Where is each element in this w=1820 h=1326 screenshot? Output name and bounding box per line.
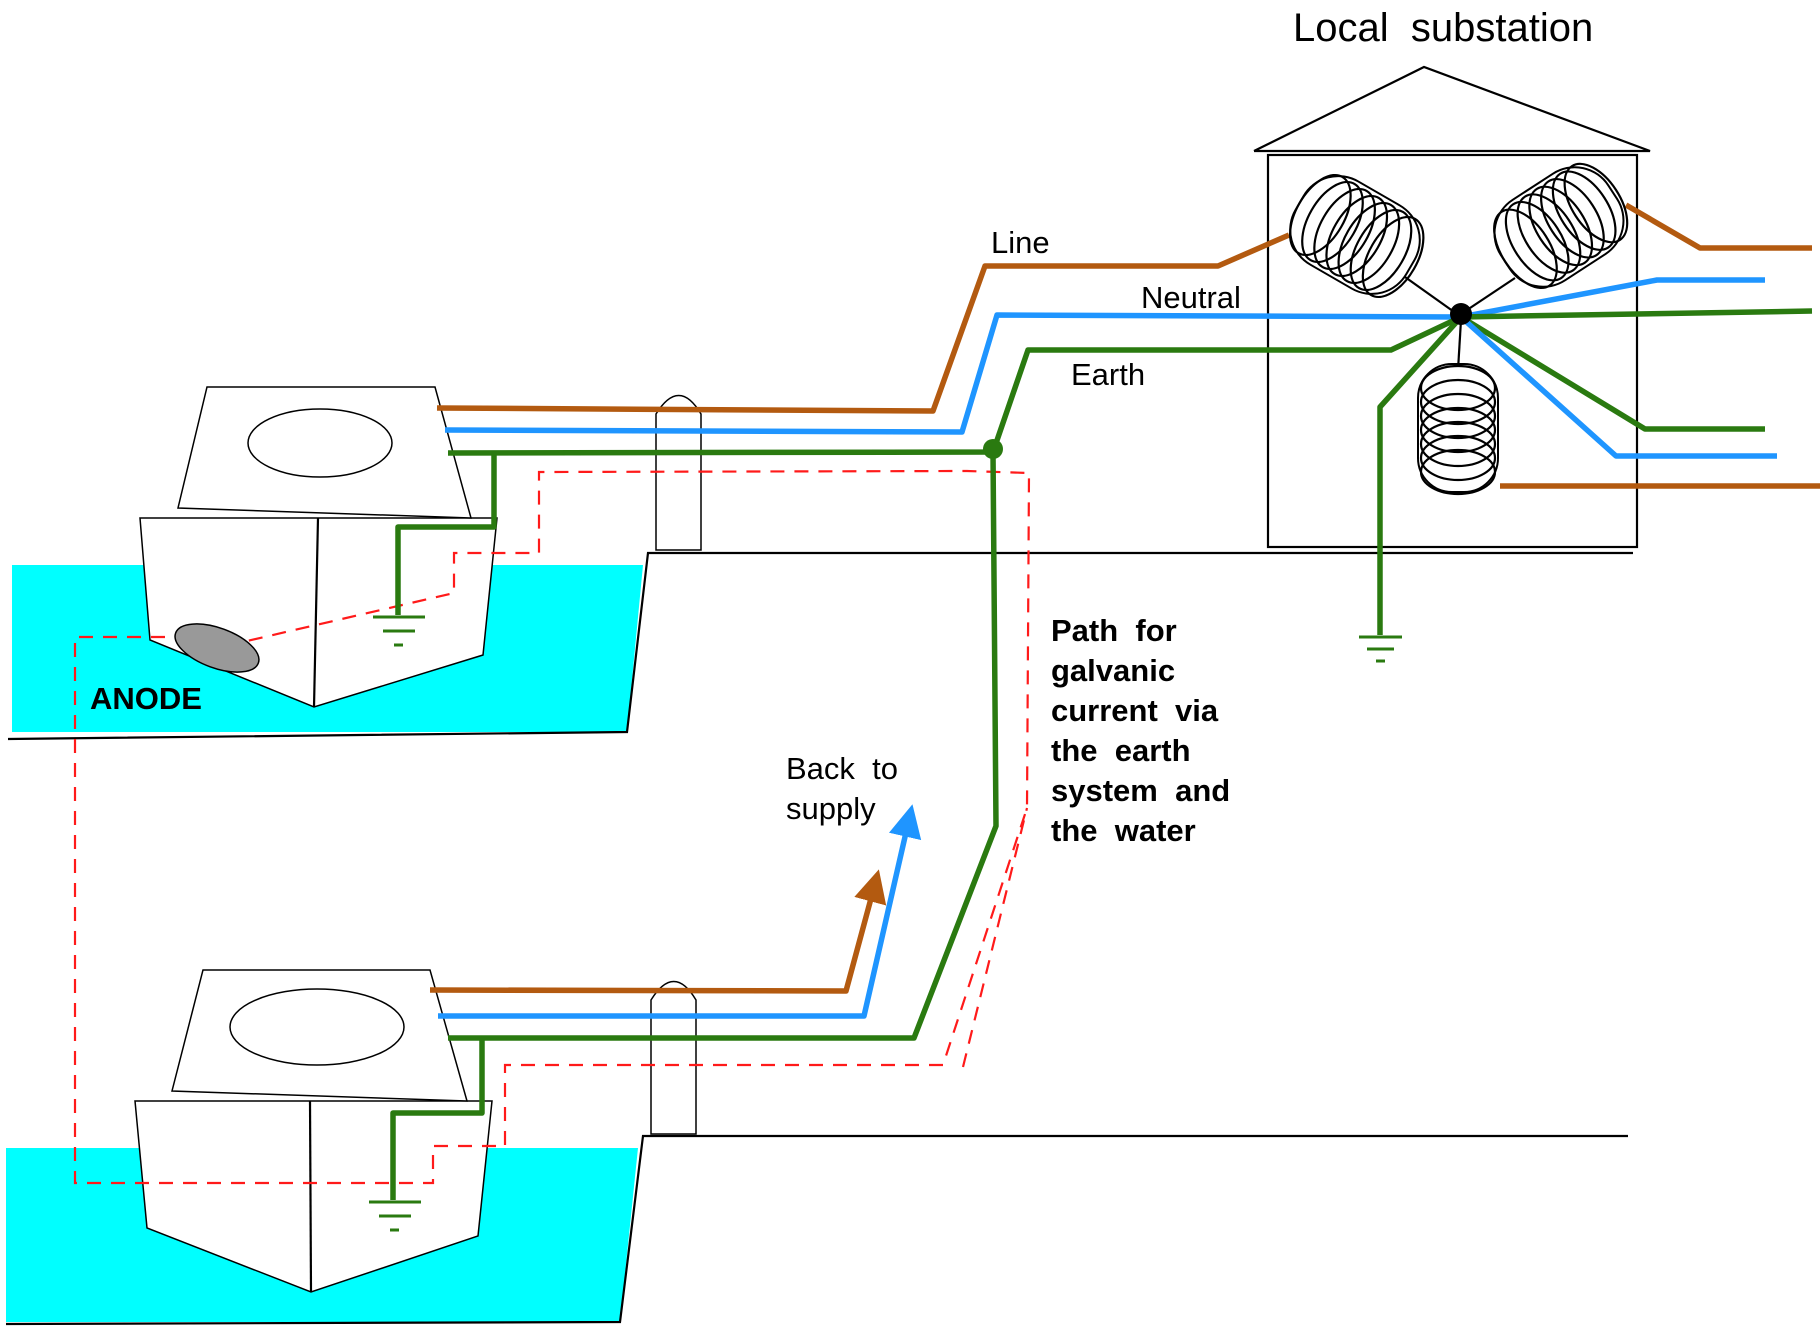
star-point [1450,303,1472,325]
substation-wiring [1377,202,1820,635]
back-to-supply-line-2: supply [786,791,876,826]
coil-bottom [1417,363,1499,496]
earth-bond-lower [390,1040,485,1200]
boat-upper-hatch [247,408,393,478]
ground-symbol-substation [1359,635,1402,663]
earth-label: Earth [1071,357,1145,392]
line-label: Line [991,225,1050,260]
galvanic-path-label: Path for galvanic current via the earth … [0,0,1273,848]
galvanic-path-line-5: system and [1051,773,1230,808]
line-wire-upper [436,232,1291,414]
substation-neutral-out-mid [1459,314,1777,459]
galvanic-current-path [73,469,1031,1185]
substation-earth-rod [1377,315,1464,635]
earth-tie-down [448,451,999,1041]
neutral-label: Neutral [1141,280,1241,315]
back-to-supply-line-1: Back to [786,751,898,786]
earth-junction [983,439,1003,459]
galvanic-path-line-3: current via [1051,693,1219,728]
coil-tie-bottom [1456,319,1463,371]
substation-line-out-top [1624,202,1812,251]
earth-wire-upper [447,314,1463,456]
substation-roof [1253,65,1651,153]
substation-neutral-out-top [1460,277,1765,320]
boat-upper [139,386,498,708]
back-to-supply-label: Back to supply [0,0,941,826]
boat-lower-hatch [229,988,405,1066]
line-wire-lower [429,869,887,994]
coil-right [1493,162,1629,290]
anode-label: ANODE [90,681,202,716]
anode [174,623,260,673]
galvanic-path-line-1: Path for [1051,613,1177,648]
coil-left [1288,173,1425,299]
substation-earth-out-mid [1459,314,1765,432]
boat-upper-keel [312,517,320,708]
wiring-lower [390,804,922,1200]
substation-label: Local substation [1293,6,1593,50]
earth-bond-upper [395,455,497,615]
ground-symbol-upper-boat [373,615,425,647]
boat-lower [134,969,493,1293]
bollard-lower [650,980,697,1135]
substation-earth-out-top [1460,308,1813,320]
galvanic-path-line-6: the water [1051,813,1196,848]
neutral-wire-upper [444,312,1462,435]
coil-tie-left [1404,276,1458,315]
boat-lower-hull [134,1100,493,1293]
wiring-upper [395,232,1463,1041]
boat-lower-keel [308,1100,313,1293]
galvanic-path-line-4: the earth [1051,733,1191,768]
ground-symbol-lower-boat [369,1200,421,1232]
neutral-wire-lower [438,804,922,1019]
galvanic-path-line-2: galvanic [1051,653,1175,688]
quay-lower [5,1134,1628,1326]
quay-upper [7,551,1633,741]
